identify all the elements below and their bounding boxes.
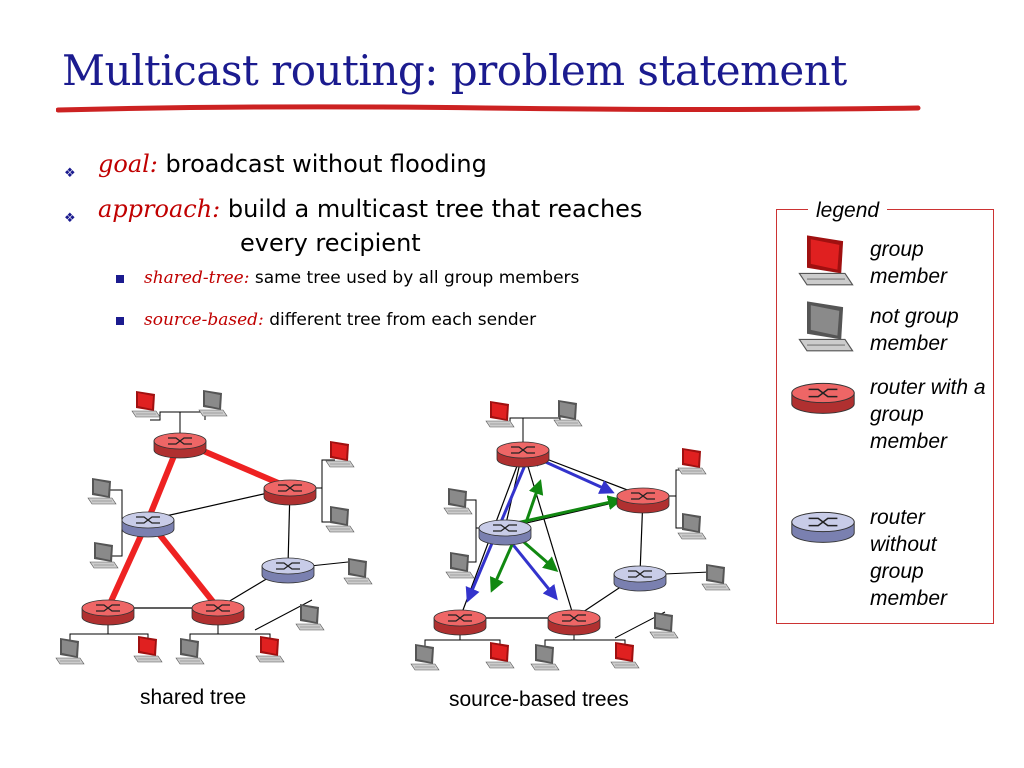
- member-router-icon: [263, 479, 317, 506]
- group-member-computer-icon: [485, 401, 515, 428]
- bullet-text: build a multicast tree that reaches: [227, 195, 643, 223]
- legend-icons: [791, 235, 855, 543]
- bullet-term: approach:: [98, 195, 221, 223]
- non-member-computer-icon: [295, 604, 325, 631]
- host-link: [424, 639, 501, 656]
- host-link: [69, 633, 149, 648]
- member-router-icon: [496, 441, 550, 468]
- legend-label-not-group-member: not group member: [870, 305, 959, 355]
- non-member-router-icon: [121, 511, 175, 538]
- group-member-computer-icon: [325, 441, 355, 468]
- bullet-text: every recipient: [240, 229, 421, 257]
- group-member-computer-icon: [677, 448, 707, 475]
- sub-bullet-text: same tree used by all group members: [254, 268, 580, 288]
- multicast-path-arrow: [489, 537, 517, 593]
- non-member-computer-icon: [87, 478, 117, 505]
- host-link: [309, 561, 349, 567]
- host-link: [663, 571, 711, 575]
- sub-bullet-text: different tree from each sender: [269, 310, 537, 330]
- group-member-computer-icon: [131, 391, 161, 418]
- legend-label-router-without-member: router without group member: [870, 506, 948, 610]
- non-member-computer-icon: [198, 390, 228, 417]
- host-link: [321, 459, 335, 523]
- shared-tree-diagram: [55, 390, 373, 665]
- member-router-icon: [433, 609, 487, 636]
- sub-bullet-term: source-based:: [144, 310, 264, 330]
- host-link: [189, 633, 271, 648]
- group-member-computer-icon: [255, 636, 285, 663]
- non-member-computer-icon: [343, 558, 373, 585]
- group-member-computer-icon: [133, 636, 163, 663]
- legend-label-group-member: group member: [870, 238, 948, 288]
- member-router-icon: [153, 432, 207, 459]
- non-member-computer-icon: [325, 506, 355, 533]
- bullet-term: goal:: [98, 150, 158, 178]
- square-bullet-icon: [116, 317, 124, 325]
- bullet-diamond-icon: ❖: [64, 166, 76, 181]
- non-member-router-icon: [261, 557, 315, 584]
- group-member-computer-icon: [610, 642, 640, 669]
- non-member-computer-icon: [443, 488, 473, 515]
- non-member-computer-icon: [701, 564, 731, 591]
- member-router-icon: [191, 599, 245, 626]
- non-member-computer-icon: [445, 552, 475, 579]
- legend-label-router-with-member: router with a group member: [870, 376, 986, 453]
- caption-shared-tree: shared tree: [140, 686, 247, 709]
- non-member-computer-icon: [530, 644, 560, 671]
- non-member-computer-icon: [175, 638, 205, 665]
- group-member-computer-icon: [485, 642, 515, 669]
- non-member-computer-icon: [55, 638, 85, 665]
- bullet-approach-continuation: every recipient: [240, 227, 421, 259]
- member-router-icon: [81, 599, 135, 626]
- legend-title: legend: [808, 199, 888, 223]
- bullet-text: broadcast without flooding: [165, 150, 487, 178]
- member-router-icon: [791, 382, 855, 414]
- sub-bullet-source-based: source-based: different tree from each s…: [116, 310, 537, 330]
- non-member-router-icon: [791, 511, 855, 543]
- member-router-icon: [547, 609, 601, 636]
- non-member-computer-icon: [798, 301, 854, 352]
- sub-bullet-term: shared-tree:: [144, 268, 250, 288]
- bullet-diamond-icon: ❖: [64, 211, 76, 226]
- multicast-path-arrow: [504, 535, 558, 601]
- non-member-router-icon: [478, 519, 532, 546]
- caption-source-based-trees: source-based trees: [449, 688, 629, 711]
- non-member-computer-icon: [677, 513, 707, 540]
- non-member-computer-icon: [649, 612, 679, 639]
- non-member-computer-icon: [89, 542, 119, 569]
- sub-bullet-shared-tree: shared-tree: same tree used by all group…: [116, 268, 580, 288]
- host-link: [462, 499, 477, 563]
- non-member-router-icon: [613, 565, 667, 592]
- group-member-computer-icon: [798, 235, 854, 286]
- multicast-path-arrow: [511, 495, 623, 526]
- member-router-icon: [616, 487, 670, 514]
- host-link: [544, 639, 626, 656]
- bullet-approach: ❖ approach: build a multicast tree that …: [64, 193, 643, 226]
- bullet-goal: ❖ goal: broadcast without flooding: [64, 148, 487, 181]
- slide-title: Multicast routing: problem statement: [62, 46, 847, 95]
- non-member-computer-icon: [553, 400, 583, 427]
- non-member-computer-icon: [410, 644, 440, 671]
- title-underline: [56, 104, 921, 113]
- source-based-trees-diagram: [410, 400, 731, 671]
- square-bullet-icon: [116, 275, 124, 283]
